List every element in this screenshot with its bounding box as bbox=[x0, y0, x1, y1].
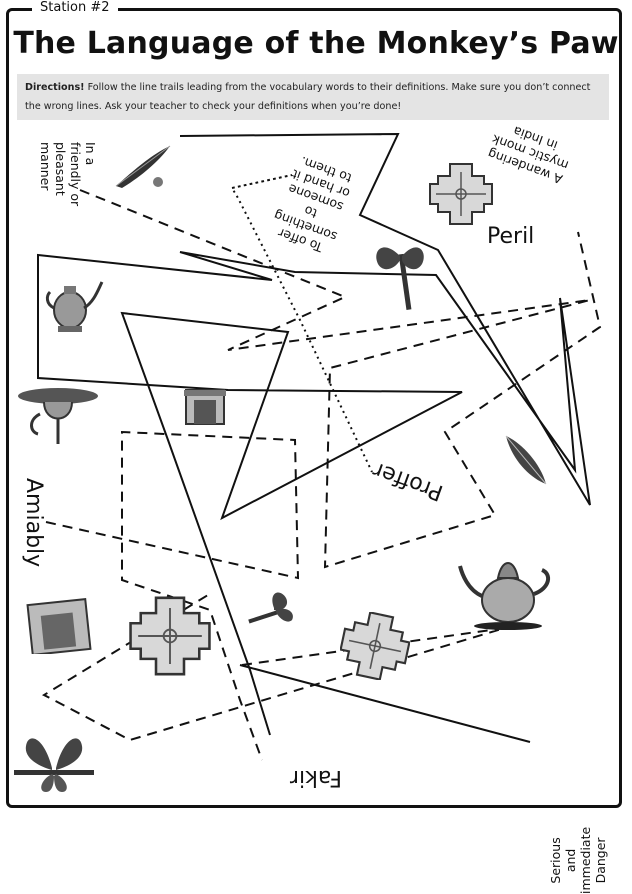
def-amiably: In a friendly or pleasant manner bbox=[38, 142, 98, 207]
puzzle-piece-icon bbox=[340, 612, 410, 680]
puzzle-piece-icon bbox=[429, 163, 493, 225]
page-border bbox=[6, 8, 622, 808]
quill-pen-icon bbox=[115, 145, 171, 188]
feather-icon bbox=[505, 435, 547, 485]
word-fakir: Fakir bbox=[290, 765, 343, 790]
worksheet-page: Station #2 The Language of the Monkey’s … bbox=[6, 0, 622, 894]
directions-text: Follow the line trails leading from the … bbox=[25, 82, 591, 112]
directions-label: Directions! bbox=[25, 82, 85, 93]
puzzle-piece-icon bbox=[129, 596, 211, 676]
teapot-icon bbox=[458, 562, 551, 630]
station-label: Station #2 bbox=[32, 0, 118, 15]
fireplace-icon bbox=[26, 598, 92, 654]
dashed-trail-b bbox=[79, 189, 602, 569]
dashed-trail-c bbox=[45, 430, 300, 761]
solid-trail-f bbox=[239, 664, 531, 743]
directions-box: Directions! Follow the line trails leadi… bbox=[17, 74, 609, 120]
solid-trail-a bbox=[37, 132, 591, 736]
def-peril: Serious and immediate Danger bbox=[548, 826, 608, 894]
fireplace-icon bbox=[184, 389, 226, 425]
word-amiably: Amiably bbox=[21, 478, 46, 568]
butterfly-icon bbox=[248, 592, 293, 624]
trail-lines bbox=[37, 132, 602, 761]
dashed-trail-d bbox=[41, 594, 506, 742]
butterfly-icon bbox=[376, 247, 424, 310]
oil-lamp-icon bbox=[18, 388, 98, 444]
teapot-icon bbox=[45, 281, 104, 332]
word-peril: Peril bbox=[487, 224, 535, 249]
butterfly-icon bbox=[14, 738, 94, 792]
page-title: The Language of the Monkey’s Paw bbox=[13, 26, 619, 61]
